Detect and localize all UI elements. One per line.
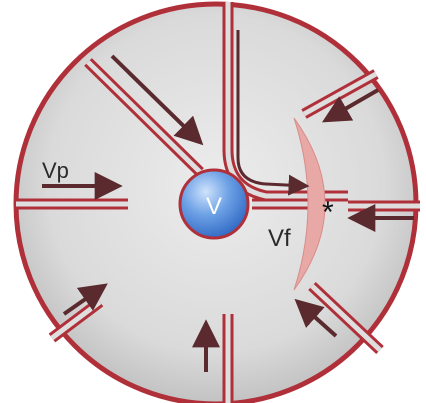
arrow-bent-channel — [236, 30, 310, 196]
label-asterisk: * — [322, 196, 334, 229]
flow-arrows — [42, 30, 414, 372]
central-sphere — [178, 168, 250, 240]
arrow-top-right — [321, 88, 379, 123]
wall-top-left — [84, 58, 204, 176]
arrow-top-left — [110, 54, 204, 146]
label-vf: Vf — [268, 225, 291, 252]
label-v: V — [206, 193, 222, 220]
wall-bottom-right — [308, 281, 384, 355]
arrow-bottom-right — [294, 298, 338, 338]
arrow-bottom-left — [62, 283, 108, 316]
label-vp: Vp — [42, 158, 69, 183]
crescent-region — [293, 117, 326, 291]
wall-top-right — [301, 69, 379, 119]
